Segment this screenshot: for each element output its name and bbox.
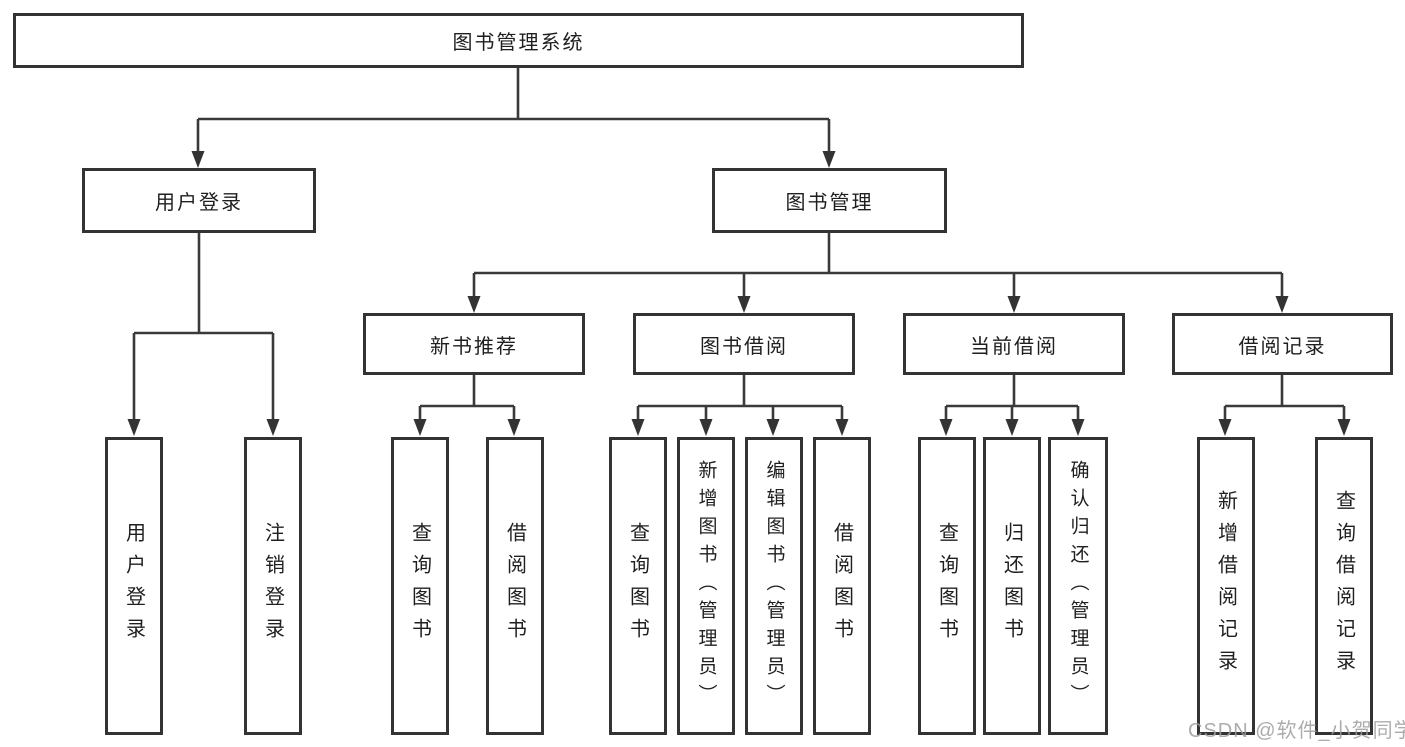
leaf-recommend-borrow-book-label: 借阅图书 — [503, 522, 526, 650]
node-borrow-records: 借阅记录 — [1172, 313, 1393, 375]
node-new-book-recommend-label: 新书推荐 — [430, 335, 518, 358]
leaf-confirm-return-admin-label: 确认归还（管理员） — [1067, 460, 1089, 712]
node-user-login: 用户登录 — [82, 168, 316, 233]
leaf-add-book-admin: 新增图书（管理员） — [677, 437, 735, 735]
leaf-current-query-book-label: 查询图书 — [935, 522, 958, 650]
leaf-add-book-admin-label: 新增图书（管理员） — [695, 460, 717, 712]
node-borrow-records-label: 借阅记录 — [1238, 335, 1327, 358]
leaf-borrow-book-label: 借阅图书 — [830, 522, 853, 650]
node-current-borrow: 当前借阅 — [903, 313, 1125, 375]
node-book-borrow-label: 图书借阅 — [700, 335, 788, 358]
leaf-borrow-query-book-label: 查询图书 — [626, 522, 649, 650]
leaf-logout-label: 注销登录 — [261, 522, 284, 650]
leaf-borrow-book: 借阅图书 — [813, 437, 871, 735]
leaf-logout: 注销登录 — [244, 437, 302, 735]
leaf-return-book: 归还图书 — [983, 437, 1041, 735]
node-root: 图书管理系统 — [13, 13, 1024, 68]
leaf-borrow-query-book: 查询图书 — [609, 437, 667, 735]
node-current-borrow-label: 当前借阅 — [970, 335, 1058, 358]
leaf-query-borrow-record: 查询借阅记录 — [1315, 437, 1373, 735]
leaf-recommend-query-book-label: 查询图书 — [408, 522, 431, 650]
node-new-book-recommend: 新书推荐 — [363, 313, 585, 375]
leaf-return-book-label: 归还图书 — [1000, 522, 1023, 650]
leaf-edit-book-admin: 编辑图书（管理员） — [745, 437, 803, 735]
leaf-recommend-borrow-book: 借阅图书 — [486, 437, 544, 735]
leaf-current-query-book: 查询图书 — [918, 437, 976, 735]
leaf-user-login: 用户登录 — [105, 437, 163, 735]
leaf-recommend-query-book: 查询图书 — [391, 437, 449, 735]
leaf-add-borrow-record: 新增借阅记录 — [1197, 437, 1255, 735]
leaf-user-login-label: 用户登录 — [122, 522, 145, 650]
leaf-add-borrow-record-label: 新增借阅记录 — [1214, 490, 1237, 682]
node-user-login-label: 用户登录 — [155, 192, 243, 214]
leaf-confirm-return-admin: 确认归还（管理员） — [1048, 437, 1108, 735]
csdn-watermark: CSDN @软件_小贺同学 — [1188, 720, 1405, 742]
node-book-management: 图书管理 — [712, 168, 947, 233]
leaf-edit-book-admin-label: 编辑图书（管理员） — [763, 460, 785, 712]
node-book-borrow: 图书借阅 — [633, 313, 855, 375]
node-book-management-label: 图书管理 — [785, 192, 874, 214]
node-root-label: 图书管理系统 — [452, 32, 585, 54]
leaf-query-borrow-record-label: 查询借阅记录 — [1332, 490, 1355, 682]
